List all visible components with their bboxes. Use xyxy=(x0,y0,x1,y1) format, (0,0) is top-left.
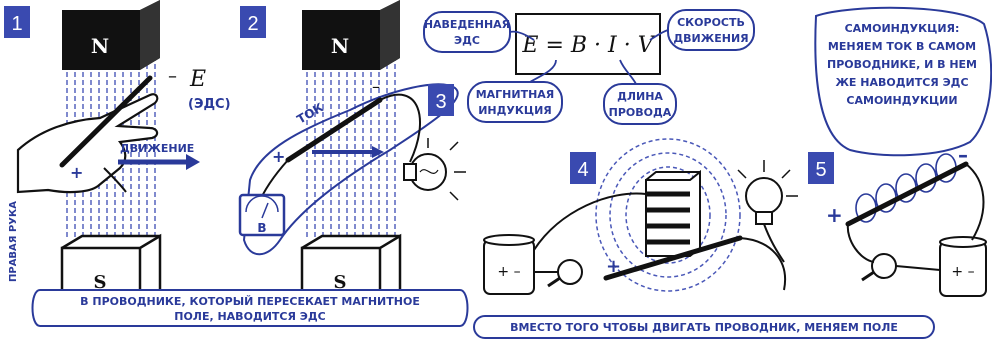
minus-sign: – xyxy=(372,77,380,96)
magnetic-induction-callout: МАГНИТНАЯ ИНДУКЦИЯ xyxy=(468,82,562,122)
speed-callout: СКОРОСТЬ ДВИЖЕНИЯ xyxy=(668,10,754,50)
svg-text:+ –: + – xyxy=(497,264,520,280)
svg-text:САМОИНДУКЦИИ: САМОИНДУКЦИИ xyxy=(846,94,957,107)
svg-text:ПРОВОДНИКЕ, И В НЕМ: ПРОВОДНИКЕ, И В НЕМ xyxy=(827,58,977,71)
svg-text:+ –: + – xyxy=(951,264,974,280)
svg-text:В ПРОВОДНИКЕ, КОТОРЫЙ ПЕРЕСЕКА: В ПРОВОДНИКЕ, КОТОРЫЙ ПЕРЕСЕКАЕТ МАГНИТН… xyxy=(80,295,420,308)
svg-text:ИНДУКЦИЯ: ИНДУКЦИЯ xyxy=(478,104,552,117)
light-bulb xyxy=(404,138,466,200)
panel-number: 3 xyxy=(435,91,446,113)
svg-text:ПРОВОДА: ПРОВОДА xyxy=(609,106,672,119)
panel-number: 5 xyxy=(815,159,826,181)
minus-sign: + xyxy=(70,163,83,182)
panel-1: 1 N S + – E (ЭДС) ДВИЖЕНИЕ ПРАВАЯ Р xyxy=(4,0,231,312)
caption-left: В ПРОВОДНИКЕ, КОТОРЫЙ ПЕРЕСЕКАЕТ МАГНИТН… xyxy=(33,290,468,326)
formula: E = B · I · V xyxy=(521,33,655,58)
right-hand-label: ПРАВАЯ РУКА xyxy=(8,201,19,282)
panel-5: 5 САМОИНДУКЦИЯ: МЕНЯЕМ ТОК В САМОМ ПРОВО… xyxy=(808,8,991,296)
svg-text:ДЛИНА: ДЛИНА xyxy=(617,90,663,103)
plus-sign: + xyxy=(272,147,285,166)
north-pole-label: N xyxy=(331,34,349,58)
plus-sign: + xyxy=(606,256,621,277)
svg-text:СКОРОСТЬ: СКОРОСТЬ xyxy=(677,16,745,29)
svg-text:ДВИЖЕНИЯ: ДВИЖЕНИЯ xyxy=(673,32,748,45)
battery: + – xyxy=(484,235,534,294)
panel-4: 4 + – + – xyxy=(484,139,798,294)
caption-right: ВМЕСТО ТОГО ЧТОБЫ ДВИГАТЬ ПРОВОДНИК, МЕН… xyxy=(474,316,934,338)
light-bulb xyxy=(738,160,798,224)
electromagnet-coil xyxy=(646,172,700,256)
panel-number: 4 xyxy=(577,159,588,181)
self-induction-callout: САМОИНДУКЦИЯ: МЕНЯЕМ ТОК В САМОМ ПРОВОДН… xyxy=(815,8,991,155)
panel-3: 3 E = B · I · V НАВЕДЕННАЯ ЭДС МАГНИТНАЯ… xyxy=(424,10,754,124)
north-pole-label: N xyxy=(91,34,109,58)
north-magnet: N xyxy=(302,0,400,70)
battery: + – xyxy=(940,237,986,296)
svg-text:МАГНИТНАЯ: МАГНИТНАЯ xyxy=(476,88,555,101)
motion-label: ДВИЖЕНИЕ xyxy=(120,142,194,155)
emf-symbol: E xyxy=(189,67,206,92)
rheostat-knob xyxy=(862,254,896,280)
panel-number: 1 xyxy=(11,13,22,35)
svg-text:САМОИНДУКЦИЯ:: САМОИНДУКЦИЯ: xyxy=(845,22,960,35)
wire-length-callout: ДЛИНА ПРОВОДА xyxy=(604,84,676,124)
north-magnet: N xyxy=(62,0,160,70)
minus-sign: – xyxy=(726,230,735,251)
svg-text:ПОЛЕ, НАВОДИТСЯ ЭДС: ПОЛЕ, НАВОДИТСЯ ЭДС xyxy=(174,310,326,323)
plus-sign: + xyxy=(826,203,843,227)
voltmeter: B xyxy=(240,195,284,235)
svg-text:НАВЕДЕННАЯ: НАВЕДЕННАЯ xyxy=(424,18,510,31)
svg-text:МЕНЯЕМ ТОК В САМОМ: МЕНЯЕМ ТОК В САМОМ xyxy=(828,40,976,53)
panel-number: 2 xyxy=(247,13,258,35)
emf-label: (ЭДС) xyxy=(188,97,231,112)
svg-text:ЖЕ НАВОДИТСЯ ЭДС: ЖЕ НАВОДИТСЯ ЭДС xyxy=(835,76,968,89)
svg-text:ВМЕСТО ТОГО ЧТОБЫ ДВИГАТЬ ПРОВ: ВМЕСТО ТОГО ЧТОБЫ ДВИГАТЬ ПРОВОДНИК, МЕН… xyxy=(510,321,898,334)
emf-dash: – xyxy=(168,66,177,87)
induced-emf-callout: НАВЕДЕННАЯ ЭДС xyxy=(424,12,510,52)
svg-text:ЭДС: ЭДС xyxy=(454,34,480,47)
meter-letter: B xyxy=(257,221,266,235)
